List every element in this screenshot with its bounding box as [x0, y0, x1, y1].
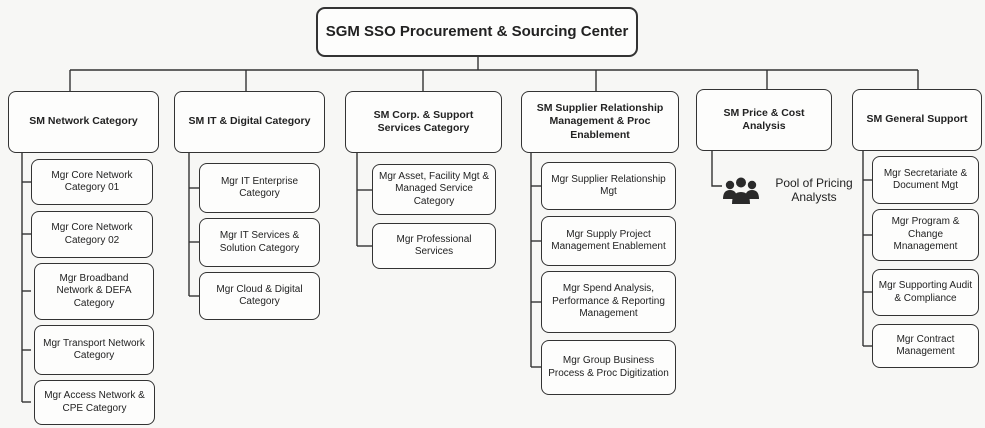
mgr-access-network: Mgr Access Network & CPE Category [34, 380, 155, 425]
dept-head-it-digital: SM IT & Digital Category [174, 91, 325, 153]
root-box: SGM SSO Procurement & Sourcing Center [316, 7, 638, 57]
dept-head-general-support-label: SM General Support [866, 113, 968, 126]
mgr-transport-network: Mgr Transport Network Category [34, 325, 154, 375]
dept-head-network-label: SM Network Category [29, 115, 138, 128]
mgr-it-services-label: Mgr IT Services & Solution Category [219, 230, 300, 254]
mgr-it-enterprise: Mgr IT Enterprise Category [199, 163, 320, 213]
mgr-professional-services: Mgr Professional Services [372, 223, 496, 269]
mgr-spend-analysis-label: Mgr Spend Analysis, Performance & Report… [552, 283, 665, 320]
mgr-it-enterprise-label: Mgr IT Enterprise Category [220, 175, 299, 200]
dept-head-network: SM Network Category [8, 91, 159, 153]
mgr-supporting-audit-label: Mgr Supporting Audit & Compliance [878, 280, 973, 304]
root-title: SGM SSO Procurement & Sourcing Center [325, 22, 629, 40]
mgr-secretariate-label: Mgr Secretariate & Document Mgt [883, 167, 968, 192]
price-cost-pool-link [711, 151, 722, 187]
mgr-supply-project: Mgr Supply Project Management Enablement [541, 216, 676, 266]
people-group-icon [723, 177, 759, 204]
mgr-core-network-02-label: Mgr Core Network Category 02 [51, 222, 133, 246]
dept-head-corp-support-label: SM Corp. & Support Services Category [373, 108, 474, 134]
mgr-transport-network-label: Mgr Transport Network Category [43, 337, 145, 362]
mgr-supporting-audit: Mgr Supporting Audit & Compliance [872, 269, 979, 316]
mgr-professional-services-label: Mgr Professional Services [396, 233, 472, 258]
mgr-core-network-02: Mgr Core Network Category 02 [31, 211, 153, 258]
mgr-supply-project-label: Mgr Supply Project Management Enablement [551, 228, 666, 253]
dept-head-supplier-relationship-label: SM Supplier Relationship Management & Pr… [536, 102, 664, 141]
mgr-program-change: Mgr Program & Change Mnanagement [872, 209, 979, 261]
mgr-access-network-label: Mgr Access Network & CPE Category [44, 390, 145, 414]
mgr-program-change-label: Mgr Program & Change Mnanagement [891, 216, 960, 253]
mgr-group-business-process: Mgr Group Business Process & Proc Digiti… [541, 340, 676, 395]
mgr-contract-management-label: Mgr Contract Management [896, 333, 955, 358]
dept-head-price-cost-label: SM Price & Cost Analysis [723, 106, 805, 132]
mgr-spend-analysis: Mgr Spend Analysis, Performance & Report… [541, 271, 676, 333]
dept-head-supplier-relationship: SM Supplier Relationship Management & Pr… [521, 91, 679, 153]
mgr-asset-facility-label: Mgr Asset, Facility Mgt & Managed Servic… [378, 170, 490, 207]
mgr-supplier-relationship-label: Mgr Supplier Relationship Mgt [551, 173, 666, 198]
dept-head-corp-support: SM Corp. & Support Services Category [345, 91, 502, 153]
dept-head-it-digital-label: SM IT & Digital Category [188, 115, 311, 128]
dept-head-general-support: SM General Support [852, 89, 982, 151]
mgr-broadband-network: Mgr Broadband Network & DEFA Category [34, 263, 154, 320]
mgr-cloud-digital-label: Mgr Cloud & Digital Category [216, 283, 303, 308]
mgr-group-business-process-label: Mgr Group Business Process & Proc Digiti… [548, 355, 669, 379]
mgr-asset-facility: Mgr Asset, Facility Mgt & Managed Servic… [372, 164, 496, 215]
mgr-supplier-relationship: Mgr Supplier Relationship Mgt [541, 162, 676, 210]
pool-label: Pool of Pricing Analysts [775, 175, 853, 204]
mgr-core-network-01-label: Mgr Core Network Category 01 [51, 169, 133, 194]
mgr-cloud-digital: Mgr Cloud & Digital Category [199, 272, 320, 320]
pricing-analysts-pool: Pool of Pricing Analysts [722, 174, 860, 206]
mgr-contract-management: Mgr Contract Management [872, 324, 979, 368]
mgr-broadband-network-label: Mgr Broadband Network & DEFA Category [56, 272, 132, 309]
mgr-it-services: Mgr IT Services & Solution Category [199, 218, 320, 267]
mgr-core-network-01: Mgr Core Network Category 01 [31, 159, 153, 205]
mgr-secretariate: Mgr Secretariate & Document Mgt [872, 156, 979, 204]
dept-head-price-cost: SM Price & Cost Analysis [696, 89, 832, 151]
